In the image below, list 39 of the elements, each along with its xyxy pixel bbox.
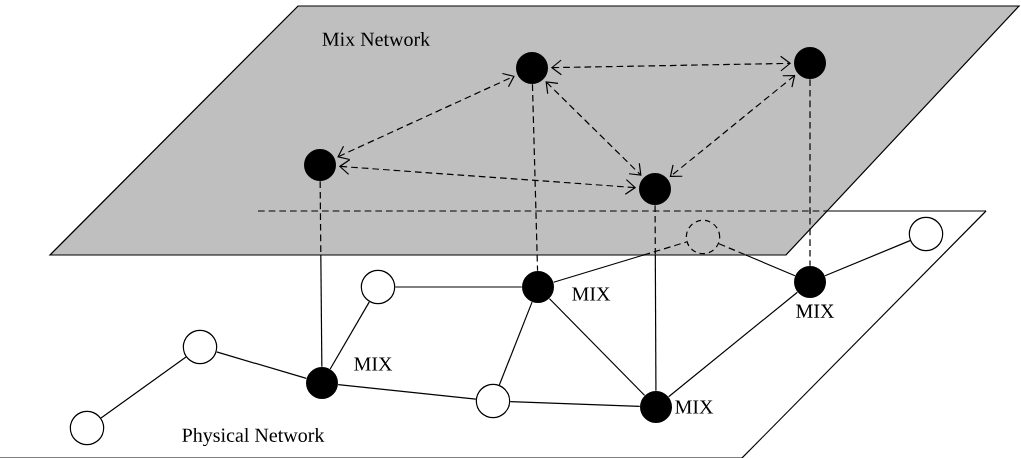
node-label: MIX xyxy=(796,304,835,318)
network-node xyxy=(360,269,396,305)
mix-node xyxy=(306,367,338,399)
link-line xyxy=(668,291,798,398)
bidirectional-arrow xyxy=(337,72,515,161)
network-node xyxy=(908,216,944,252)
bidirectional-arrow xyxy=(338,159,637,195)
mix-node xyxy=(794,266,826,298)
node-label: MIX xyxy=(572,287,611,301)
link-line xyxy=(394,286,523,288)
mix-node xyxy=(794,47,826,79)
network-node xyxy=(475,383,511,419)
link-line xyxy=(100,356,187,419)
mix-node xyxy=(304,149,336,181)
mix-node xyxy=(639,173,671,205)
bidirectional-arrow xyxy=(669,74,796,178)
link-line xyxy=(654,204,657,392)
link-line xyxy=(809,78,811,267)
network-node xyxy=(69,410,105,446)
link-line xyxy=(337,384,477,400)
bidirectional-arrow xyxy=(550,55,792,76)
link-line xyxy=(548,298,646,396)
link-line xyxy=(824,240,911,277)
link-line xyxy=(215,351,307,379)
bidirectional-arrow xyxy=(545,81,642,176)
network-node xyxy=(685,219,721,255)
mix-node xyxy=(516,52,548,84)
link-line xyxy=(498,301,533,386)
network-node xyxy=(182,329,218,365)
link-line xyxy=(552,241,688,283)
link-line xyxy=(718,243,796,277)
link-line xyxy=(329,301,370,370)
link-line xyxy=(531,83,539,272)
link-line xyxy=(319,180,323,368)
mix-node xyxy=(640,391,672,423)
link-line xyxy=(509,401,641,407)
node-label: MIX xyxy=(354,357,393,371)
node-label: MIX xyxy=(675,400,714,414)
mix-node xyxy=(522,271,554,303)
